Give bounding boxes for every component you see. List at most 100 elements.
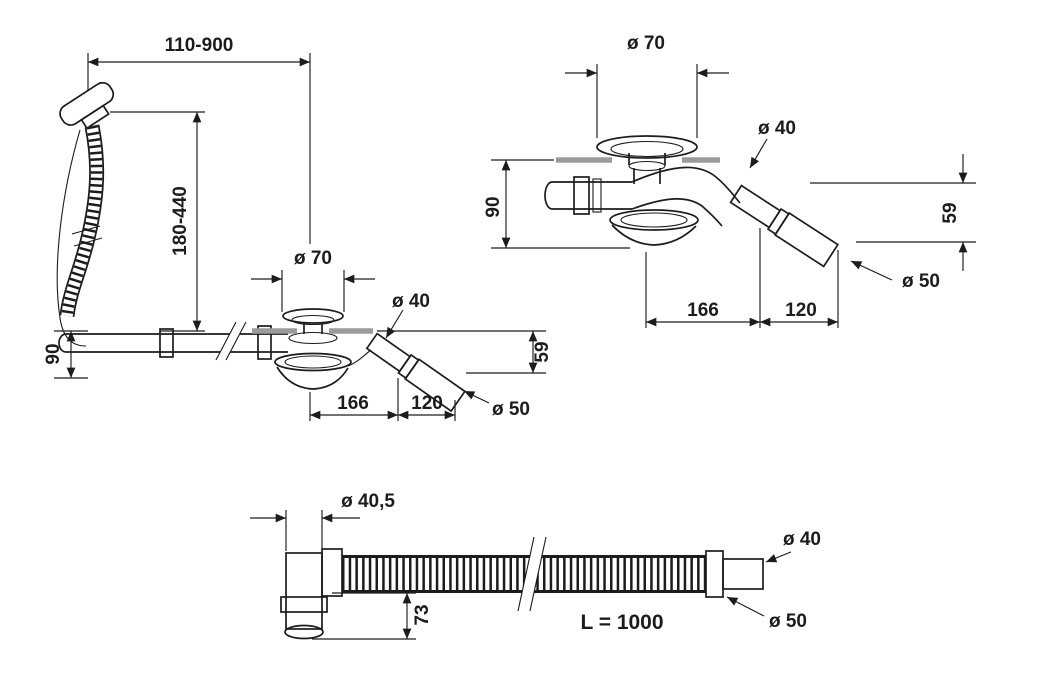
- outlet-large-cylinder: [773, 211, 840, 268]
- dim-label-outlet-small: ø 40: [758, 118, 796, 139]
- leader-line: [850, 260, 893, 281]
- end-fitting: [705, 550, 764, 598]
- dim-label-end-small: ø 40: [783, 529, 821, 550]
- plug-cap-inner: [610, 140, 684, 158]
- hose-break-mask: [518, 537, 546, 611]
- hose-corrugation: [61, 124, 103, 317]
- dim-label-overflow-span: 110-900: [165, 35, 234, 56]
- hose-view: ø 40,5 73 L = 1000 ø 40 ø 50: [250, 491, 821, 640]
- dim-label-depth: 90: [43, 343, 64, 364]
- plug-seat: [628, 160, 666, 172]
- dim-label-drop: 59: [532, 341, 553, 362]
- leader-outlet-large-front: ø 50: [850, 260, 940, 292]
- waste-body: [274, 308, 372, 390]
- dim-label-outlet-large: ø 50: [902, 271, 940, 292]
- pipe-end-cap: [58, 333, 67, 353]
- dim-overflow-span: 110-900: [87, 35, 311, 244]
- pipe-break-line: [215, 321, 237, 361]
- pipe-coupling-ring: [592, 178, 602, 213]
- elbow-body: [285, 552, 323, 630]
- hose-break-line: [73, 237, 103, 247]
- overflow-hose: [59, 124, 105, 318]
- elbow-coupling: [321, 548, 343, 597]
- waste-outlet-curve: [347, 349, 372, 367]
- dim-label-drop: 59: [940, 202, 961, 223]
- end-nut: [705, 550, 724, 598]
- leader-line: [463, 390, 490, 404]
- dim-label-elbow-diameter: ø 40,5: [341, 491, 395, 512]
- outlet-large-cylinder: [404, 358, 467, 413]
- waste-flange: [609, 209, 699, 231]
- overflow-tailpipe: [58, 321, 288, 361]
- leader-line: [765, 551, 792, 563]
- pipe-break-line: [225, 321, 247, 361]
- front-view: ø 70 ø 40 ø 50 90 59: [483, 33, 976, 328]
- plug-cap: [282, 308, 344, 324]
- elbow-fitting: [280, 548, 343, 640]
- flexible-hose: [342, 536, 706, 612]
- leader-line: [726, 596, 765, 617]
- plug-cap-inner: [291, 314, 335, 326]
- side-view: 110-900 180-440 ø 70 90: [43, 35, 553, 421]
- dim-depth-side: 90: [43, 330, 88, 379]
- pipe-coupling: [573, 176, 590, 215]
- dim-drop-front: 59: [810, 154, 976, 271]
- dim-label-plug-diameter: ø 70: [294, 248, 332, 269]
- outlet-pipe: [729, 184, 840, 268]
- dim-label-length-body: 166: [687, 300, 719, 321]
- dim-label-end-large: ø 50: [769, 611, 807, 632]
- hose-break-line: [529, 536, 547, 612]
- leader-outlet-small-side: ø 40: [385, 291, 430, 339]
- dim-drop-side: 59: [377, 330, 553, 374]
- dim-lengths-front: 166 120: [645, 228, 839, 328]
- hose-break-line: [517, 536, 535, 612]
- leader-outlet-large-side: ø 50: [463, 390, 530, 420]
- leader-end-large: ø 50: [726, 596, 807, 632]
- dim-lengths-side: 166 120: [309, 378, 456, 421]
- waste-seat: [288, 331, 338, 345]
- leader-line: [385, 309, 404, 339]
- pipe-break-mask: [216, 322, 246, 360]
- dim-elbow-height: 73: [312, 592, 433, 640]
- waste-flange-inner: [284, 355, 342, 369]
- overflow-head-neck: [80, 104, 110, 130]
- dim-label-outlet-large: ø 50: [492, 399, 530, 420]
- leader-end-small: ø 40: [765, 529, 821, 563]
- dim-label-length-body: 166: [337, 393, 369, 414]
- dim-label-elbow-height: 73: [412, 604, 433, 625]
- plug-cap: [596, 135, 698, 159]
- pipe-coupling: [257, 325, 272, 360]
- overflow-head-cap: [59, 81, 115, 126]
- pipe-coupling: [159, 328, 174, 358]
- waste-body: [609, 209, 699, 246]
- pipe-end-cap: [544, 181, 553, 210]
- dim-elbow-diameter: ø 40,5: [250, 491, 395, 551]
- sweep-pipe-top: [631, 166, 741, 204]
- dim-label-hose-length: L = 1000: [580, 611, 663, 634]
- dim-depth-front: 90: [483, 159, 630, 249]
- elbow-nut: [280, 596, 328, 613]
- hose-break-line: [71, 225, 101, 235]
- dim-plug-diameter-front: ø 70: [565, 33, 729, 138]
- dim-label-outlet-small: ø 40: [392, 291, 430, 312]
- dim-overflow-height: 180-440: [110, 111, 205, 332]
- waste-bowl: [611, 224, 697, 246]
- waste-flange-inner: [620, 212, 688, 228]
- dim-label-plug-diameter: ø 70: [627, 33, 665, 54]
- leader-line: [749, 138, 768, 169]
- overflow-inlet-pipe: [544, 176, 632, 215]
- waste-flange: [274, 352, 352, 372]
- elbow-outlet: [284, 624, 324, 640]
- dim-label-depth: 90: [483, 196, 504, 217]
- dim-label-length-outlet: 120: [785, 300, 817, 321]
- dim-label-overflow-height: 180-440: [170, 186, 191, 256]
- end-cylinder: [722, 558, 764, 590]
- dim-label-length-outlet: 120: [411, 393, 443, 414]
- overflow-head: [59, 81, 115, 130]
- sweep-pipe-bottom: [631, 198, 723, 227]
- outlet-pipe: [365, 332, 467, 413]
- waste-bowl: [276, 366, 349, 390]
- dim-plug-diameter-side: ø 70: [251, 248, 375, 312]
